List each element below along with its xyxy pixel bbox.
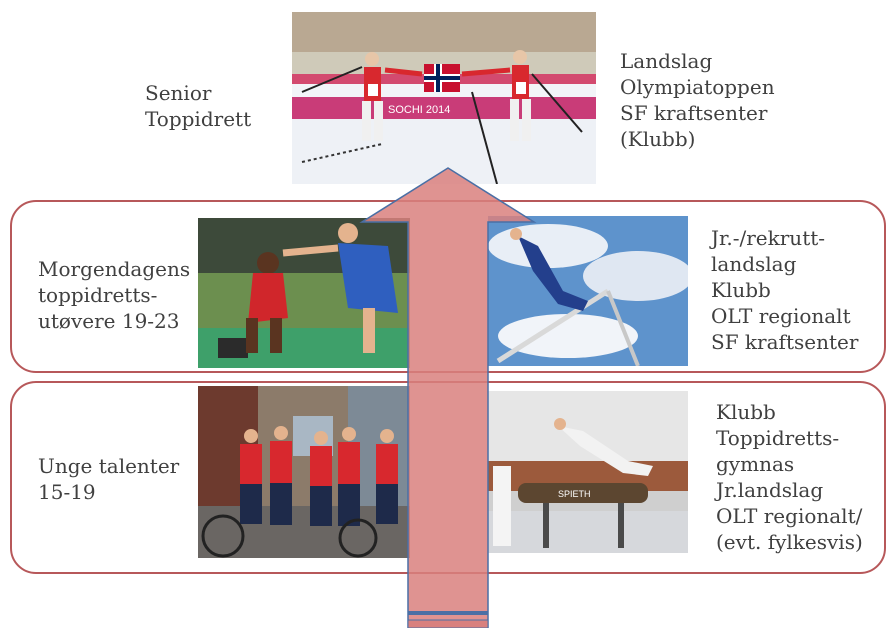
tier-arenas-unge-talenter: Klubb Toppidretts- gymnas Jr.landslag OL… <box>716 400 863 554</box>
photo-skiers-celebrating: SOCHI 2014 <box>292 12 596 184</box>
photo-pommel-horse: SPIETH <box>488 391 688 553</box>
tier-title-senior: Senior Toppidrett <box>145 81 252 131</box>
photo-gymnast-bars <box>488 216 688 366</box>
pommel-brand-text: SPIETH <box>558 489 591 499</box>
photo-wrestling <box>198 218 410 368</box>
tier-title-unge-talenter: Unge talenter 15-19 <box>38 454 180 504</box>
sochi-banner-text: SOCHI 2014 <box>388 104 450 116</box>
tier-arenas-senior: Landslag Olympiatoppen SF kraftsenter (K… <box>620 49 775 151</box>
tier-arenas-morgendagens: Jr.-/rekrutt- landslag Klubb OLT regiona… <box>711 226 859 354</box>
tier-title-morgendagens: Morgendagens toppidretts- utøvere 19-23 <box>38 257 191 333</box>
photo-cycling-team <box>198 386 410 558</box>
